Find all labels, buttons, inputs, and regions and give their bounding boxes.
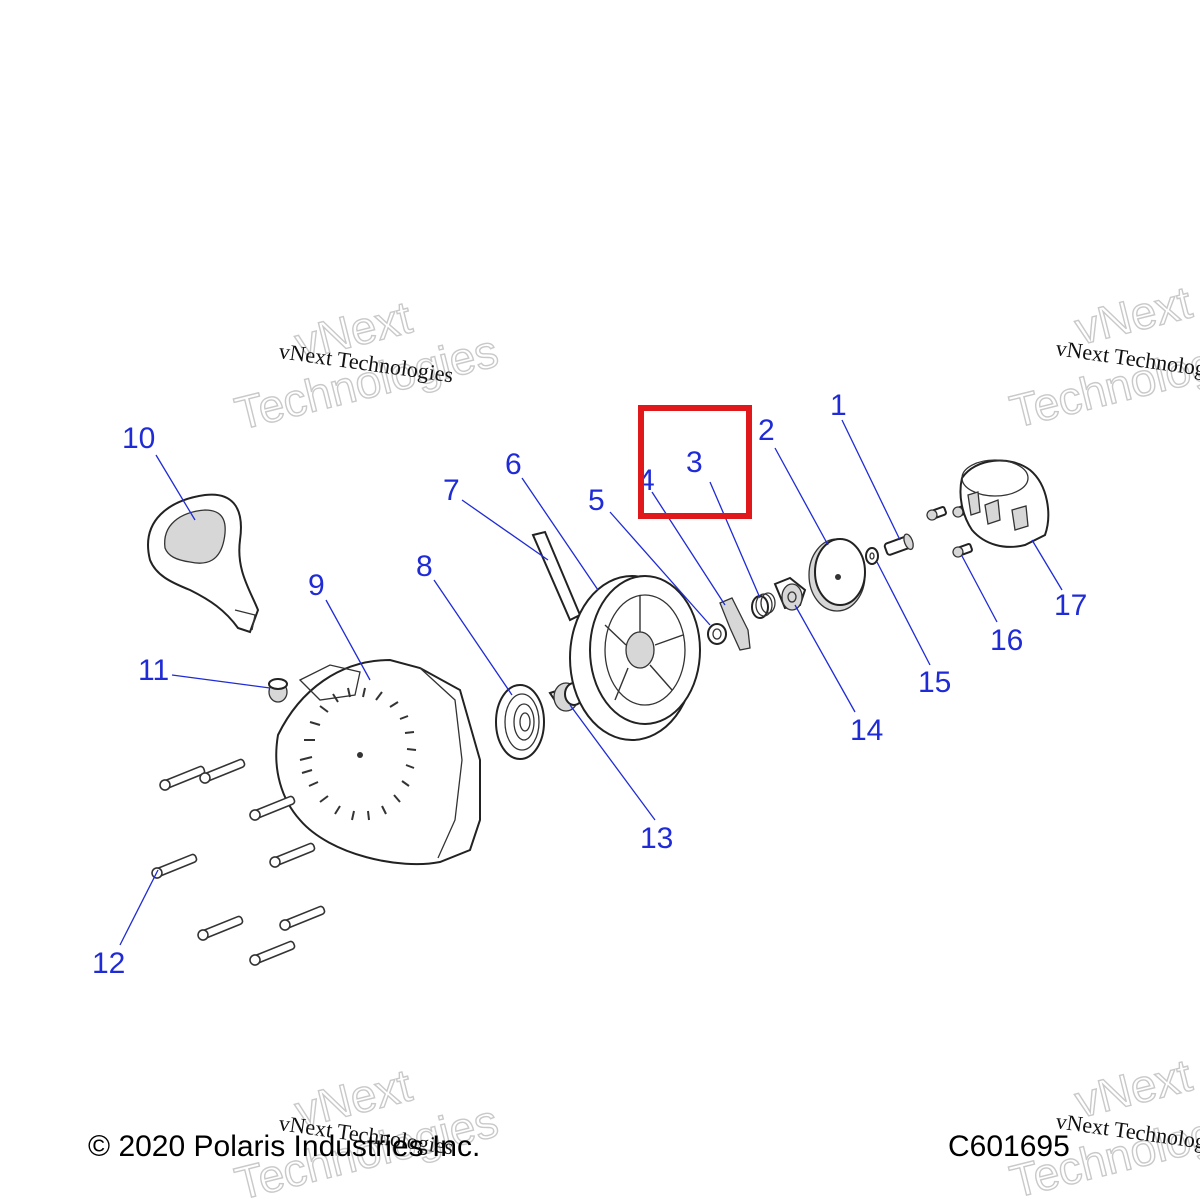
callout-2: 2 [758, 414, 775, 447]
callout-15: 15 [918, 666, 951, 699]
callout-8: 8 [416, 550, 433, 583]
highlight-box [638, 405, 752, 519]
callout-13: 13 [640, 822, 673, 855]
leader-lines [119, 419, 1063, 946]
callout-labels: 1 2 3 4 5 6 7 8 9 10 11 12 13 14 15 16 1… [92, 389, 1087, 980]
callout-12: 12 [92, 947, 125, 980]
callout-7: 7 [443, 474, 460, 507]
part-bushing-small [268, 678, 288, 703]
callout-17: 17 [1054, 589, 1087, 622]
part-clip [707, 623, 727, 645]
part-pawl [719, 597, 751, 651]
part-housing [275, 658, 481, 866]
callout-11: 11 [138, 654, 169, 687]
part-spiral-spring [495, 684, 545, 760]
callout-16: 16 [990, 624, 1023, 657]
part-center-bolt [883, 533, 914, 556]
part-washer [865, 547, 879, 565]
part-friction-plate [773, 576, 807, 611]
callout-3: 3 [686, 446, 703, 479]
watermark-top-left: vNext Technologies vNext Technologies [229, 290, 504, 440]
part-bolts [151, 758, 326, 966]
part-spring [751, 592, 776, 619]
part-pulley [569, 575, 701, 741]
callout-10: 10 [122, 422, 155, 455]
callout-14: 14 [850, 714, 883, 747]
housing-vents [299, 687, 417, 821]
watermark-bottom-right: vNext Technologies vNext Technologies [1004, 1048, 1200, 1200]
part-cover-plate [808, 538, 866, 612]
callout-9: 9 [308, 569, 325, 602]
watermark-top-right: vNext Technologies vNext Technologies [1004, 275, 1200, 438]
callout-1: 1 [830, 389, 847, 422]
callout-5: 5 [588, 484, 605, 517]
callout-6: 6 [505, 448, 522, 481]
part-handle [147, 493, 260, 634]
part-ratchet-cup [959, 459, 1050, 548]
part-rope [531, 530, 582, 622]
copyright-text: © 2020 Polaris Industries Inc. [88, 1130, 480, 1163]
pulley-spokes [604, 595, 684, 701]
diagram-code: C601695 [948, 1130, 1070, 1163]
